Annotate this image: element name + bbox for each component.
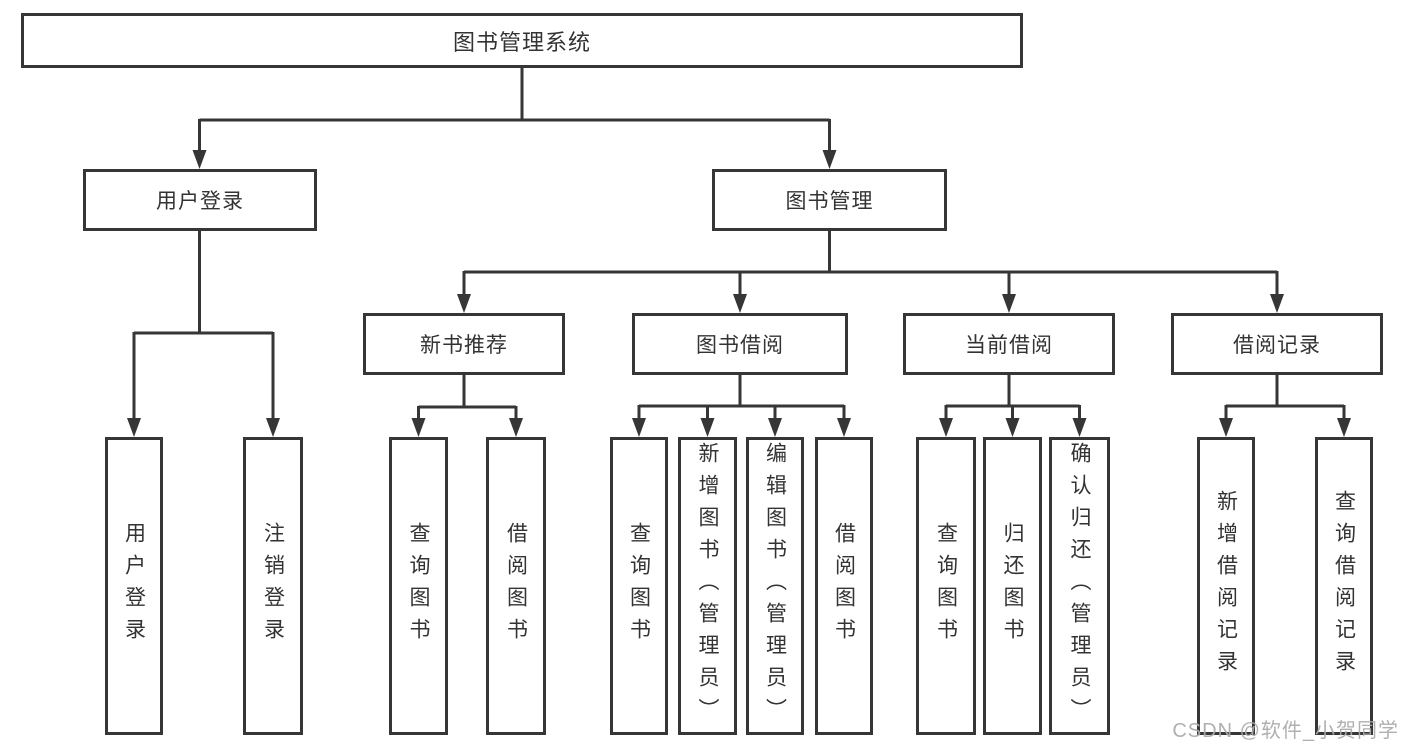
arrowhead	[700, 418, 715, 437]
node-new-book-recommend: 新书推荐	[363, 313, 565, 375]
node-label: 用户登录	[122, 522, 146, 650]
connector-root-to-level2	[192, 68, 837, 169]
node-leaf-return-books: 归还图书	[983, 437, 1042, 735]
arrowhead	[1072, 418, 1087, 437]
connector-current-borrow-to-leaves	[939, 375, 1087, 437]
arrowhead	[192, 150, 207, 169]
connector-new-book-rec-to-leaves	[411, 375, 523, 437]
node-label: 查询借阅记录	[1332, 490, 1356, 682]
arrowhead	[411, 418, 426, 437]
arrowhead	[733, 294, 747, 313]
node-leaf-edit-books-admin: 编辑图书（管理员）	[746, 437, 804, 735]
arrowhead	[1270, 294, 1284, 313]
node-label: 查询图书	[934, 522, 958, 650]
node-label: 注销登录	[261, 522, 285, 650]
node-label: 归还图书	[1001, 522, 1024, 650]
arrowhead	[266, 418, 280, 437]
arrowhead	[509, 418, 523, 437]
node-label: 编辑图书（管理员）	[763, 442, 787, 730]
connector-user-login-to-leaves	[127, 231, 280, 437]
node-leaf-borrow-books-2: 借阅图书	[815, 437, 873, 735]
node-label: 新增图书（管理员）	[696, 442, 719, 730]
arrowhead	[1219, 418, 1233, 437]
node-book-management: 图书管理	[712, 169, 947, 231]
arrowhead	[1337, 418, 1351, 437]
connector-book-borrow-to-leaves	[632, 375, 851, 437]
node-label: 借阅图书	[504, 522, 528, 650]
node-leaf-query-books-2: 查询图书	[610, 437, 668, 735]
node-leaf-add-borrow-record: 新增借阅记录	[1197, 437, 1255, 735]
arrowhead	[768, 418, 782, 437]
node-leaf-borrow-books-1: 借阅图书	[486, 437, 546, 735]
node-leaf-user-login: 用户登录	[105, 437, 163, 735]
arrowhead	[939, 418, 953, 437]
node-library-system: 图书管理系统	[21, 13, 1023, 68]
node-current-borrow: 当前借阅	[903, 313, 1115, 375]
node-label: 新增借阅记录	[1214, 490, 1238, 682]
node-book-borrow: 图书借阅	[632, 313, 848, 375]
node-user-login: 用户登录	[83, 169, 317, 231]
node-leaf-add-books-admin: 新增图书（管理员）	[678, 437, 737, 735]
node-label: 确认归还（管理员）	[1068, 442, 1091, 730]
arrowhead	[1005, 418, 1020, 437]
connector-borrow-records-to-leaves	[1219, 375, 1351, 437]
node-leaf-logout: 注销登录	[243, 437, 303, 735]
node-label: 查询图书	[407, 522, 430, 650]
arrowhead	[837, 418, 851, 437]
arrowhead	[822, 150, 837, 169]
node-leaf-confirm-return-admin: 确认归还（管理员）	[1049, 437, 1110, 735]
node-label: 借阅图书	[832, 522, 856, 650]
connector-book-mgmt-to-level3	[457, 231, 1284, 313]
node-leaf-query-books-3: 查询图书	[916, 437, 976, 735]
csdn-watermark: CSDN @软件_小贺同学	[1172, 720, 1399, 742]
arrowhead	[1002, 294, 1016, 313]
node-borrow-records: 借阅记录	[1171, 313, 1383, 375]
node-leaf-query-books-1: 查询图书	[389, 437, 448, 735]
arrowhead	[127, 418, 141, 437]
node-label: 查询图书	[627, 522, 651, 650]
arrowhead	[632, 418, 646, 437]
arrowhead	[457, 294, 471, 313]
node-leaf-query-borrow-record: 查询借阅记录	[1315, 437, 1373, 735]
